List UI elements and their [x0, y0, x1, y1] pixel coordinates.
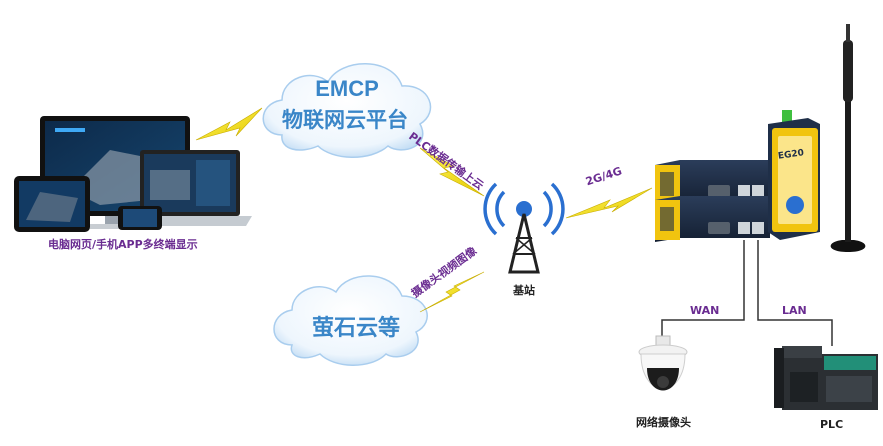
router-stack [655, 160, 770, 242]
bolt-tower-ezviz [419, 271, 485, 313]
plc-label: PLC [820, 418, 844, 431]
base-station-icon [483, 182, 565, 274]
lan-label: LAN [782, 304, 807, 317]
emcp-cloud [262, 63, 432, 158]
bolt-terminals-emcp [195, 107, 263, 141]
terminals-image [14, 116, 252, 232]
bolt-tower-router [565, 187, 653, 219]
bolt-emcp-tower [419, 147, 485, 197]
wired-links [661, 240, 833, 346]
wan-label: WAN [690, 304, 720, 317]
ezviz-cloud [273, 275, 428, 366]
emcp-cloud-title: EMCP [315, 76, 379, 101]
plc-image [774, 346, 878, 410]
camera-image [638, 335, 688, 391]
camera-label: 网络摄像头 [636, 416, 691, 429]
antenna-icon [830, 24, 866, 252]
ezviz-cloud-title: 萤石云等 [311, 315, 400, 340]
base-station-label: 基站 [513, 284, 535, 297]
emcp-cloud-subtitle: 物联网云平台 [282, 109, 408, 132]
terminals-label: 电脑网页/手机APP多终端显示 [48, 238, 198, 251]
eg20-module [768, 110, 820, 240]
